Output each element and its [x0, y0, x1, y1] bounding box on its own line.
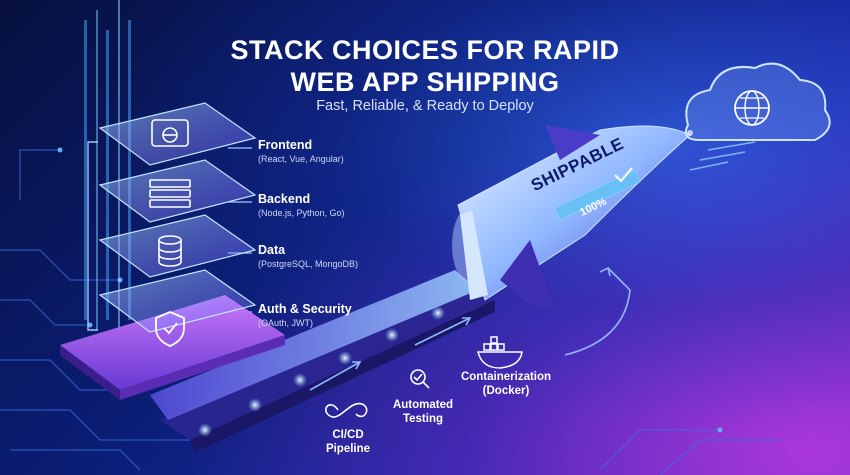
- stack-layers: [98, 102, 257, 333]
- layer-name: Data: [258, 243, 286, 257]
- rocket-progress-bar: [554, 169, 641, 221]
- conveyor-belt: [150, 270, 495, 452]
- server-rack-icon: [149, 179, 191, 208]
- layer-name: Backend: [258, 192, 311, 206]
- browser-globe-icon: [151, 119, 189, 147]
- speed-lines: [689, 141, 756, 171]
- layer-label-auth: Auth & Security (OAuth, JWT): [258, 301, 352, 329]
- title-line-2: WEB APP SHIPPING: [290, 67, 560, 97]
- layer-label-frontend: Frontend (React, Vue, Angular): [258, 137, 344, 165]
- title-line-1: STACK CHOICES FOR RAPID: [230, 35, 620, 65]
- pipeline-step-testing: Automated Testing: [392, 399, 454, 425]
- data-streaks: [84, 0, 131, 330]
- infinity-loop-icon: [325, 402, 368, 418]
- pipeline-step-cicd: CI/CD Pipeline: [325, 429, 371, 455]
- docker-whale-icon: [477, 336, 523, 369]
- layer-details: (Node.js, Python, Go): [258, 208, 345, 218]
- shield-icon: [155, 311, 185, 347]
- database-icon: [158, 235, 182, 267]
- layer-name: Auth & Security: [258, 302, 352, 316]
- belt-lights: [198, 306, 445, 437]
- layer-details: (PostgreSQL, MongoDB): [258, 259, 359, 269]
- stack-base: [60, 295, 285, 400]
- magnifier-check-icon: [410, 369, 430, 389]
- flow-arrows: [309, 266, 631, 391]
- layer-details: (React, Vue, Angular): [258, 154, 344, 164]
- layer-label-data: Data (PostgreSQL, MongoDB): [258, 242, 358, 270]
- rocket: [452, 125, 693, 310]
- layer-bracket: [87, 141, 98, 331]
- layer-details: (OAuth, JWT): [258, 318, 314, 328]
- pipeline-step-docker: Containerization (Docker): [460, 371, 552, 397]
- layer-label-backend: Backend (Node.js, Python, Go): [258, 191, 345, 219]
- check-icon: [614, 167, 633, 183]
- circuit-lines: [0, 149, 780, 475]
- layer-connectors: [228, 147, 252, 313]
- cloud-globe-icon: [684, 62, 831, 141]
- layer-name: Frontend: [258, 138, 313, 152]
- subtitle: Fast, Reliable, & Ready to Deploy: [316, 98, 534, 114]
